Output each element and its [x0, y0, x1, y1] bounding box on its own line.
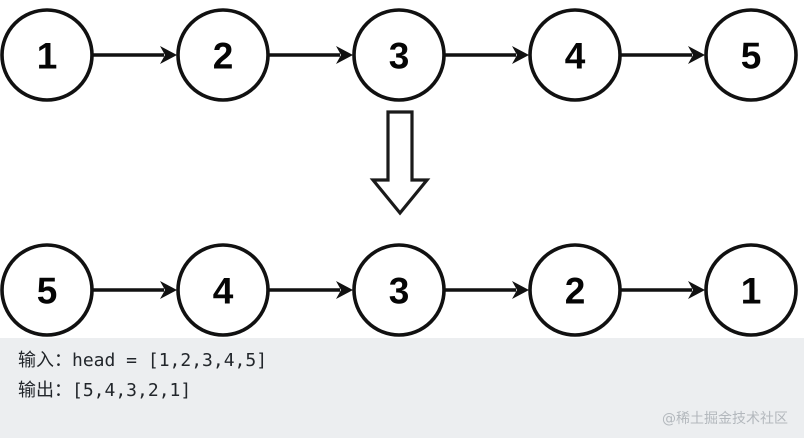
watermark-label: @稀土掘金技术社区	[662, 411, 788, 427]
caption-input-value: head = [1,2,3,4,5]	[72, 350, 268, 371]
node-circle	[176, 243, 270, 337]
caption-input-prefix: 输入：	[18, 350, 72, 371]
node-circle	[0, 243, 94, 337]
link-arrow-3-to-2	[445, 281, 529, 299]
link-arrow-1-to-2	[93, 46, 177, 64]
list-node-4[interactable]: 4	[176, 243, 270, 337]
list-node-5[interactable]: 5	[0, 243, 94, 337]
list-node-5[interactable]: 5	[704, 8, 798, 102]
node-value-label: 5	[37, 271, 58, 312]
node-value-label: 2	[213, 36, 234, 77]
link-arrowhead	[160, 46, 177, 64]
node-value-label: 4	[213, 271, 234, 312]
link-arrowhead	[688, 281, 705, 299]
node-circle	[352, 8, 446, 102]
link-arrow-5-to-4	[93, 281, 177, 299]
link-arrowhead	[160, 281, 177, 299]
node-value-label: 2	[565, 271, 586, 312]
node-circle	[704, 8, 798, 102]
node-value-label: 5	[741, 36, 762, 77]
list-node-2[interactable]: 2	[176, 8, 270, 102]
node-circle	[528, 243, 622, 337]
caption-output-value: [5,4,3,2,1]	[72, 380, 192, 401]
link-arrow-4-to-5	[621, 46, 705, 64]
link-arrowhead	[336, 281, 353, 299]
transform-down-arrow	[369, 110, 431, 216]
link-arrowhead	[512, 281, 529, 299]
node-value-label: 3	[389, 271, 410, 312]
node-circle	[528, 8, 622, 102]
caption-input-line: 输入：head = [1,2,3,4,5]	[18, 351, 267, 371]
list-node-1[interactable]: 1	[0, 8, 94, 102]
node-circle	[0, 8, 94, 102]
link-arrowhead	[336, 46, 353, 64]
link-arrow-2-to-1	[621, 281, 705, 299]
node-value-label: 4	[565, 36, 586, 77]
node-value-label: 1	[741, 271, 762, 312]
output-linked-list-group: 5 4 3 2 1	[0, 243, 798, 337]
caption-output-line: 输出：[5,4,3,2,1]	[18, 381, 191, 401]
caption-output-prefix: 输出：	[18, 380, 72, 401]
node-circle	[176, 8, 270, 102]
link-arrow-3-to-4	[445, 46, 529, 64]
link-arrow-4-to-3	[269, 281, 353, 299]
link-arrowhead	[688, 46, 705, 64]
list-node-3[interactable]: 3	[352, 243, 446, 337]
link-arrowhead	[512, 46, 529, 64]
list-node-3[interactable]: 3	[352, 8, 446, 102]
link-arrow-2-to-3	[269, 46, 353, 64]
transform-down-arrow-group	[369, 110, 431, 216]
list-node-2[interactable]: 2	[528, 243, 622, 337]
node-circle	[352, 243, 446, 337]
node-circle	[704, 243, 798, 337]
list-node-1[interactable]: 1	[704, 243, 798, 337]
node-value-label: 1	[37, 36, 58, 77]
caption-band: 输入：head = [1,2,3,4,5] 输出：[5,4,3,2,1] @稀土…	[0, 338, 804, 438]
list-node-4[interactable]: 4	[528, 8, 622, 102]
node-value-label: 3	[389, 36, 410, 77]
input-linked-list-group: 1 2 3 4 5	[0, 8, 798, 102]
